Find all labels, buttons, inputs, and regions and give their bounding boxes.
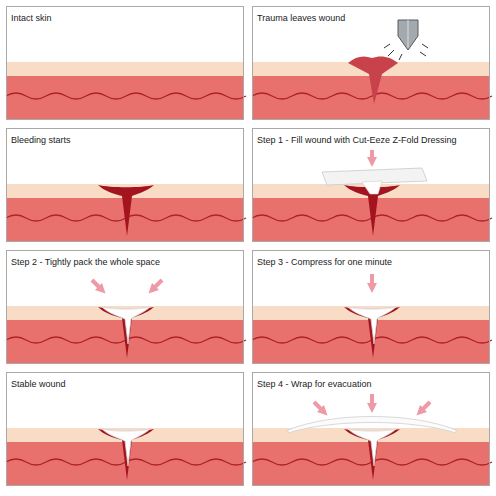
step-panel: Step 3 - Compress for one minute [252, 250, 490, 364]
step-panel: Trauma leaves wound [252, 6, 490, 120]
step-panel: Intact skin [6, 6, 244, 120]
panel-caption: Step 3 - Compress for one minute [257, 257, 392, 268]
panel-caption: Step 1 - Fill wound with Cut-Eeze Z-Fold… [257, 135, 457, 146]
panel-caption: Step 4 - Wrap for evacuation [257, 379, 371, 390]
panel-caption: Bleeding starts [11, 135, 71, 146]
step-panel: Stable wound [6, 372, 244, 486]
panel-caption: Intact skin [11, 13, 52, 24]
panel-caption: Trauma leaves wound [257, 13, 345, 24]
panel-caption: Step 2 - Tightly pack the whole space [11, 257, 160, 268]
step-panel: Step 2 - Tightly pack the whole space [6, 250, 244, 364]
step-panel: Bleeding starts [6, 128, 244, 242]
step-panel: Step 1 - Fill wound with Cut-Eeze Z-Fold… [252, 128, 490, 242]
step-panel: Step 4 - Wrap for evacuation [252, 372, 490, 486]
panel-caption: Stable wound [11, 379, 66, 390]
